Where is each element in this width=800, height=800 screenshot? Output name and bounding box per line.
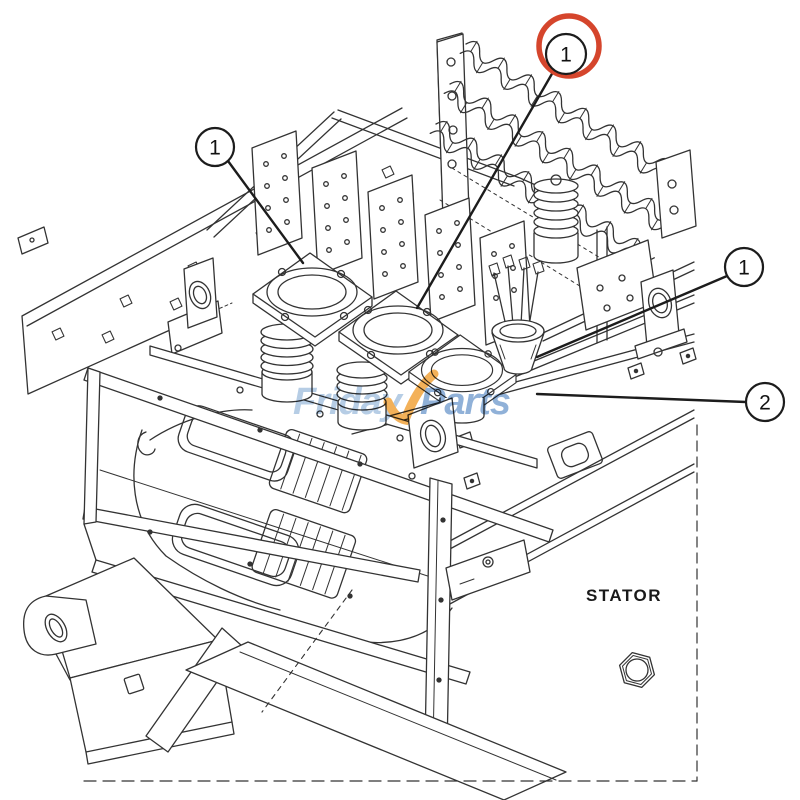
watermark-check-icon bbox=[383, 369, 439, 426]
access-pad bbox=[547, 431, 603, 479]
base-plate bbox=[17, 107, 408, 395]
callout-1-left[interactable]: 1 bbox=[194, 126, 236, 168]
terminal-plates bbox=[251, 130, 531, 346]
wire-funnel bbox=[488, 254, 545, 375]
right-structure bbox=[351, 174, 697, 606]
leader-line bbox=[226, 159, 305, 265]
leader-line bbox=[415, 70, 555, 310]
mounting-foot bbox=[22, 557, 567, 800]
watermark: Friday Parts bbox=[293, 369, 511, 426]
callout-number: 1 bbox=[560, 44, 572, 67]
leader-line bbox=[535, 274, 729, 359]
bottom-plank bbox=[185, 641, 567, 800]
callout-2[interactable]: 2 bbox=[744, 381, 786, 423]
terminal-plate bbox=[479, 220, 531, 346]
spring-stack bbox=[533, 174, 579, 264]
highlight-ring bbox=[536, 13, 602, 79]
port-c-support bbox=[407, 397, 485, 480]
hex-plug bbox=[618, 651, 656, 689]
callout-leaders bbox=[226, 70, 748, 404]
callout-1-top-highlighted[interactable]: 1 bbox=[536, 13, 602, 79]
leader-line bbox=[535, 392, 748, 404]
terminal-plate bbox=[311, 150, 363, 276]
watermark-word2: Parts bbox=[420, 381, 510, 423]
vent-grille bbox=[268, 428, 368, 514]
stator-label: STATOR bbox=[586, 586, 662, 605]
callout-number: 1 bbox=[209, 137, 221, 160]
terminal-plate bbox=[424, 197, 476, 323]
bushing-port bbox=[252, 252, 373, 347]
pillow-bracket bbox=[167, 257, 223, 355]
callout-number: 2 bbox=[759, 392, 771, 415]
callout-number: 1 bbox=[738, 257, 750, 280]
terminal-plate bbox=[367, 174, 419, 300]
bottom-right-details bbox=[83, 424, 698, 782]
bus-bar-strip bbox=[459, 40, 685, 191]
stator-frame bbox=[82, 367, 554, 753]
terminal-plate bbox=[251, 130, 303, 256]
boss-bracket bbox=[634, 269, 688, 360]
spring-stack bbox=[336, 361, 388, 431]
bushing-ports bbox=[252, 252, 545, 480]
bushing-port bbox=[408, 334, 517, 420]
bus-bar-strip bbox=[443, 80, 669, 231]
callouts: 1 1 1 2 bbox=[194, 13, 786, 423]
callout-1-right[interactable]: 1 bbox=[723, 246, 765, 288]
small-bracket bbox=[17, 226, 49, 255]
